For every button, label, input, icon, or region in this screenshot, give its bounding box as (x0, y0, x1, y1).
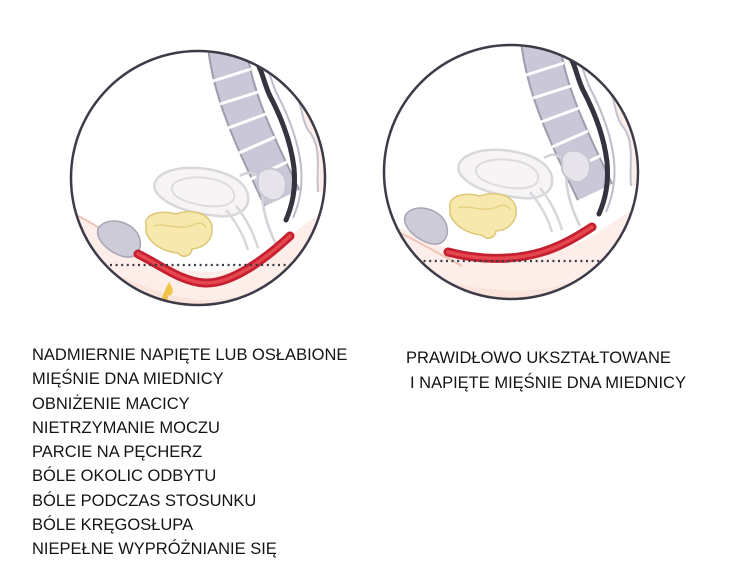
left-caption-line: OBNIŻENIE MACICY (32, 394, 190, 413)
vaginal-canal-back (235, 205, 260, 249)
left-caption-line: NIEPEŁNE WYPRÓŻNIANIE SIĘ (32, 540, 277, 559)
urine-drop (162, 291, 169, 301)
vertebra-gap (219, 90, 259, 106)
left-caption-line: BÓLE PODCZAS STOSUNKU (32, 491, 257, 510)
intestine-loop (257, 167, 287, 202)
left-caption: NADMIERNIE NAPIĘTE LUB OSŁABIONE MIĘŚNIE… (32, 343, 347, 562)
urine-drop (164, 282, 173, 296)
vertebra-gap (212, 67, 252, 83)
uterus-inner (170, 176, 236, 208)
right-circle-outline (382, 43, 640, 301)
right-caption-line: I NAPIĘTE MIĘŚNIE DNA MIEDNICY (410, 374, 686, 392)
vaginal-canal-front (225, 209, 250, 251)
left-caption-line: MIĘŚNIE DNA MIEDNICY (32, 370, 224, 389)
vertebra-gap (238, 135, 276, 155)
sacrum-dark-line (247, 55, 297, 223)
left-caption-line: PARCIE NA PĘCHERZ (32, 443, 203, 462)
left-caption-line: NADMIERNIE NAPIĘTE LUB OSŁABIONE (32, 346, 348, 364)
left-caption-line: BÓLE KRĘGOSŁUPA (32, 516, 194, 535)
illustrations (69, 43, 640, 307)
left-circle-outline (69, 49, 327, 307)
left-caption-line: BÓLE OKOLIC ODBYTU (32, 467, 217, 486)
bladder-fold (153, 222, 207, 229)
right-illustration (382, 43, 640, 301)
bladder (145, 210, 213, 257)
right-caption: PRAWIDŁOWO UKSZTAŁTOWANE I NAPIĘTE MIĘŚN… (406, 346, 686, 396)
right-caption-line: PRAWIDŁOWO UKSZTAŁTOWANE (406, 349, 671, 367)
left-caption-line: NIETRZYMANIE MOCZU (32, 418, 220, 437)
vertebra-gap (227, 112, 267, 130)
right-muscle-highlight (446, 225, 594, 261)
left-pelvic-organs (145, 166, 287, 257)
left-muscle-highlight (136, 234, 292, 285)
left-illustration (69, 49, 327, 307)
